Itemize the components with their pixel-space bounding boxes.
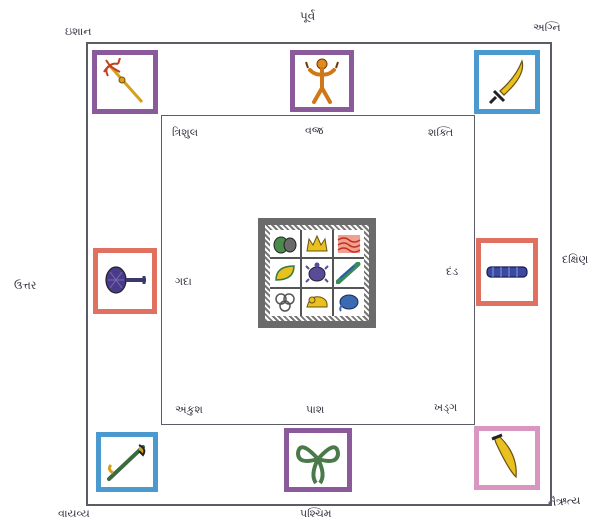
- navagraha-grid-icon: [258, 218, 376, 328]
- fish-icon: [336, 262, 362, 284]
- tile-staff: [476, 238, 538, 306]
- label-khadga: ખડ્ગ: [434, 402, 457, 414]
- grid-cell-conch: [270, 230, 300, 257]
- deity-figure-icon: [302, 56, 342, 106]
- noose-icon: [292, 435, 344, 485]
- tortoise-icon: [304, 262, 330, 284]
- label-southwest: નૈઋત્ય: [548, 495, 581, 509]
- conch-icon: [272, 233, 298, 255]
- tile-khadga-blade: [474, 426, 540, 490]
- label-pash: પાશ: [306, 404, 324, 416]
- label-vajra: વજ્ર: [305, 125, 324, 137]
- lion-icon: [304, 291, 330, 313]
- grid-cell-leaf: [270, 259, 300, 286]
- label-shakti: શક્તિ: [428, 127, 453, 139]
- grid-cell-waves: [334, 230, 364, 257]
- grid-cell-tortoise: [302, 259, 332, 286]
- grid-cell-elephant: [334, 289, 364, 316]
- label-west: પશ્ચિમ: [300, 508, 332, 520]
- label-east: પૂર્વ: [300, 10, 315, 22]
- label-dand: દંડ: [446, 266, 458, 278]
- tile-noose: [284, 428, 352, 492]
- khadga-blade-icon: [482, 433, 532, 483]
- label-north: ઉત્તર: [14, 280, 36, 292]
- leaf-icon: [272, 262, 298, 284]
- staff-icon: [483, 257, 531, 287]
- label-trishul: ત્રિશુલ: [172, 127, 198, 139]
- tile-deity: [290, 50, 354, 112]
- grid-cell-lion: [302, 289, 332, 316]
- tile-goad: [96, 432, 158, 492]
- label-south: દક્ષિણ: [562, 254, 588, 266]
- trident-icon: [100, 58, 150, 106]
- flower-icon: [272, 291, 298, 313]
- label-southeast: અગ્નિ: [533, 22, 561, 34]
- grid-cell-crown: [302, 230, 332, 257]
- label-gada: ગદા: [175, 276, 192, 288]
- label-northwest: વાયવ્ય: [58, 508, 90, 520]
- tile-trident: [92, 50, 158, 114]
- grid-cell-flower: [270, 289, 300, 316]
- label-ankush: અંકુશ: [175, 404, 203, 416]
- sword-icon: [482, 57, 532, 107]
- tile-mace: [93, 248, 157, 314]
- mace-icon: [100, 256, 150, 306]
- label-northeast: ઇશાન: [65, 26, 91, 38]
- goad-icon: [103, 439, 151, 485]
- waves-icon: [336, 233, 362, 255]
- grid-cell-fish: [334, 259, 364, 286]
- crown-icon: [304, 233, 330, 255]
- tile-sword: [474, 50, 540, 114]
- elephant-icon: [336, 291, 362, 313]
